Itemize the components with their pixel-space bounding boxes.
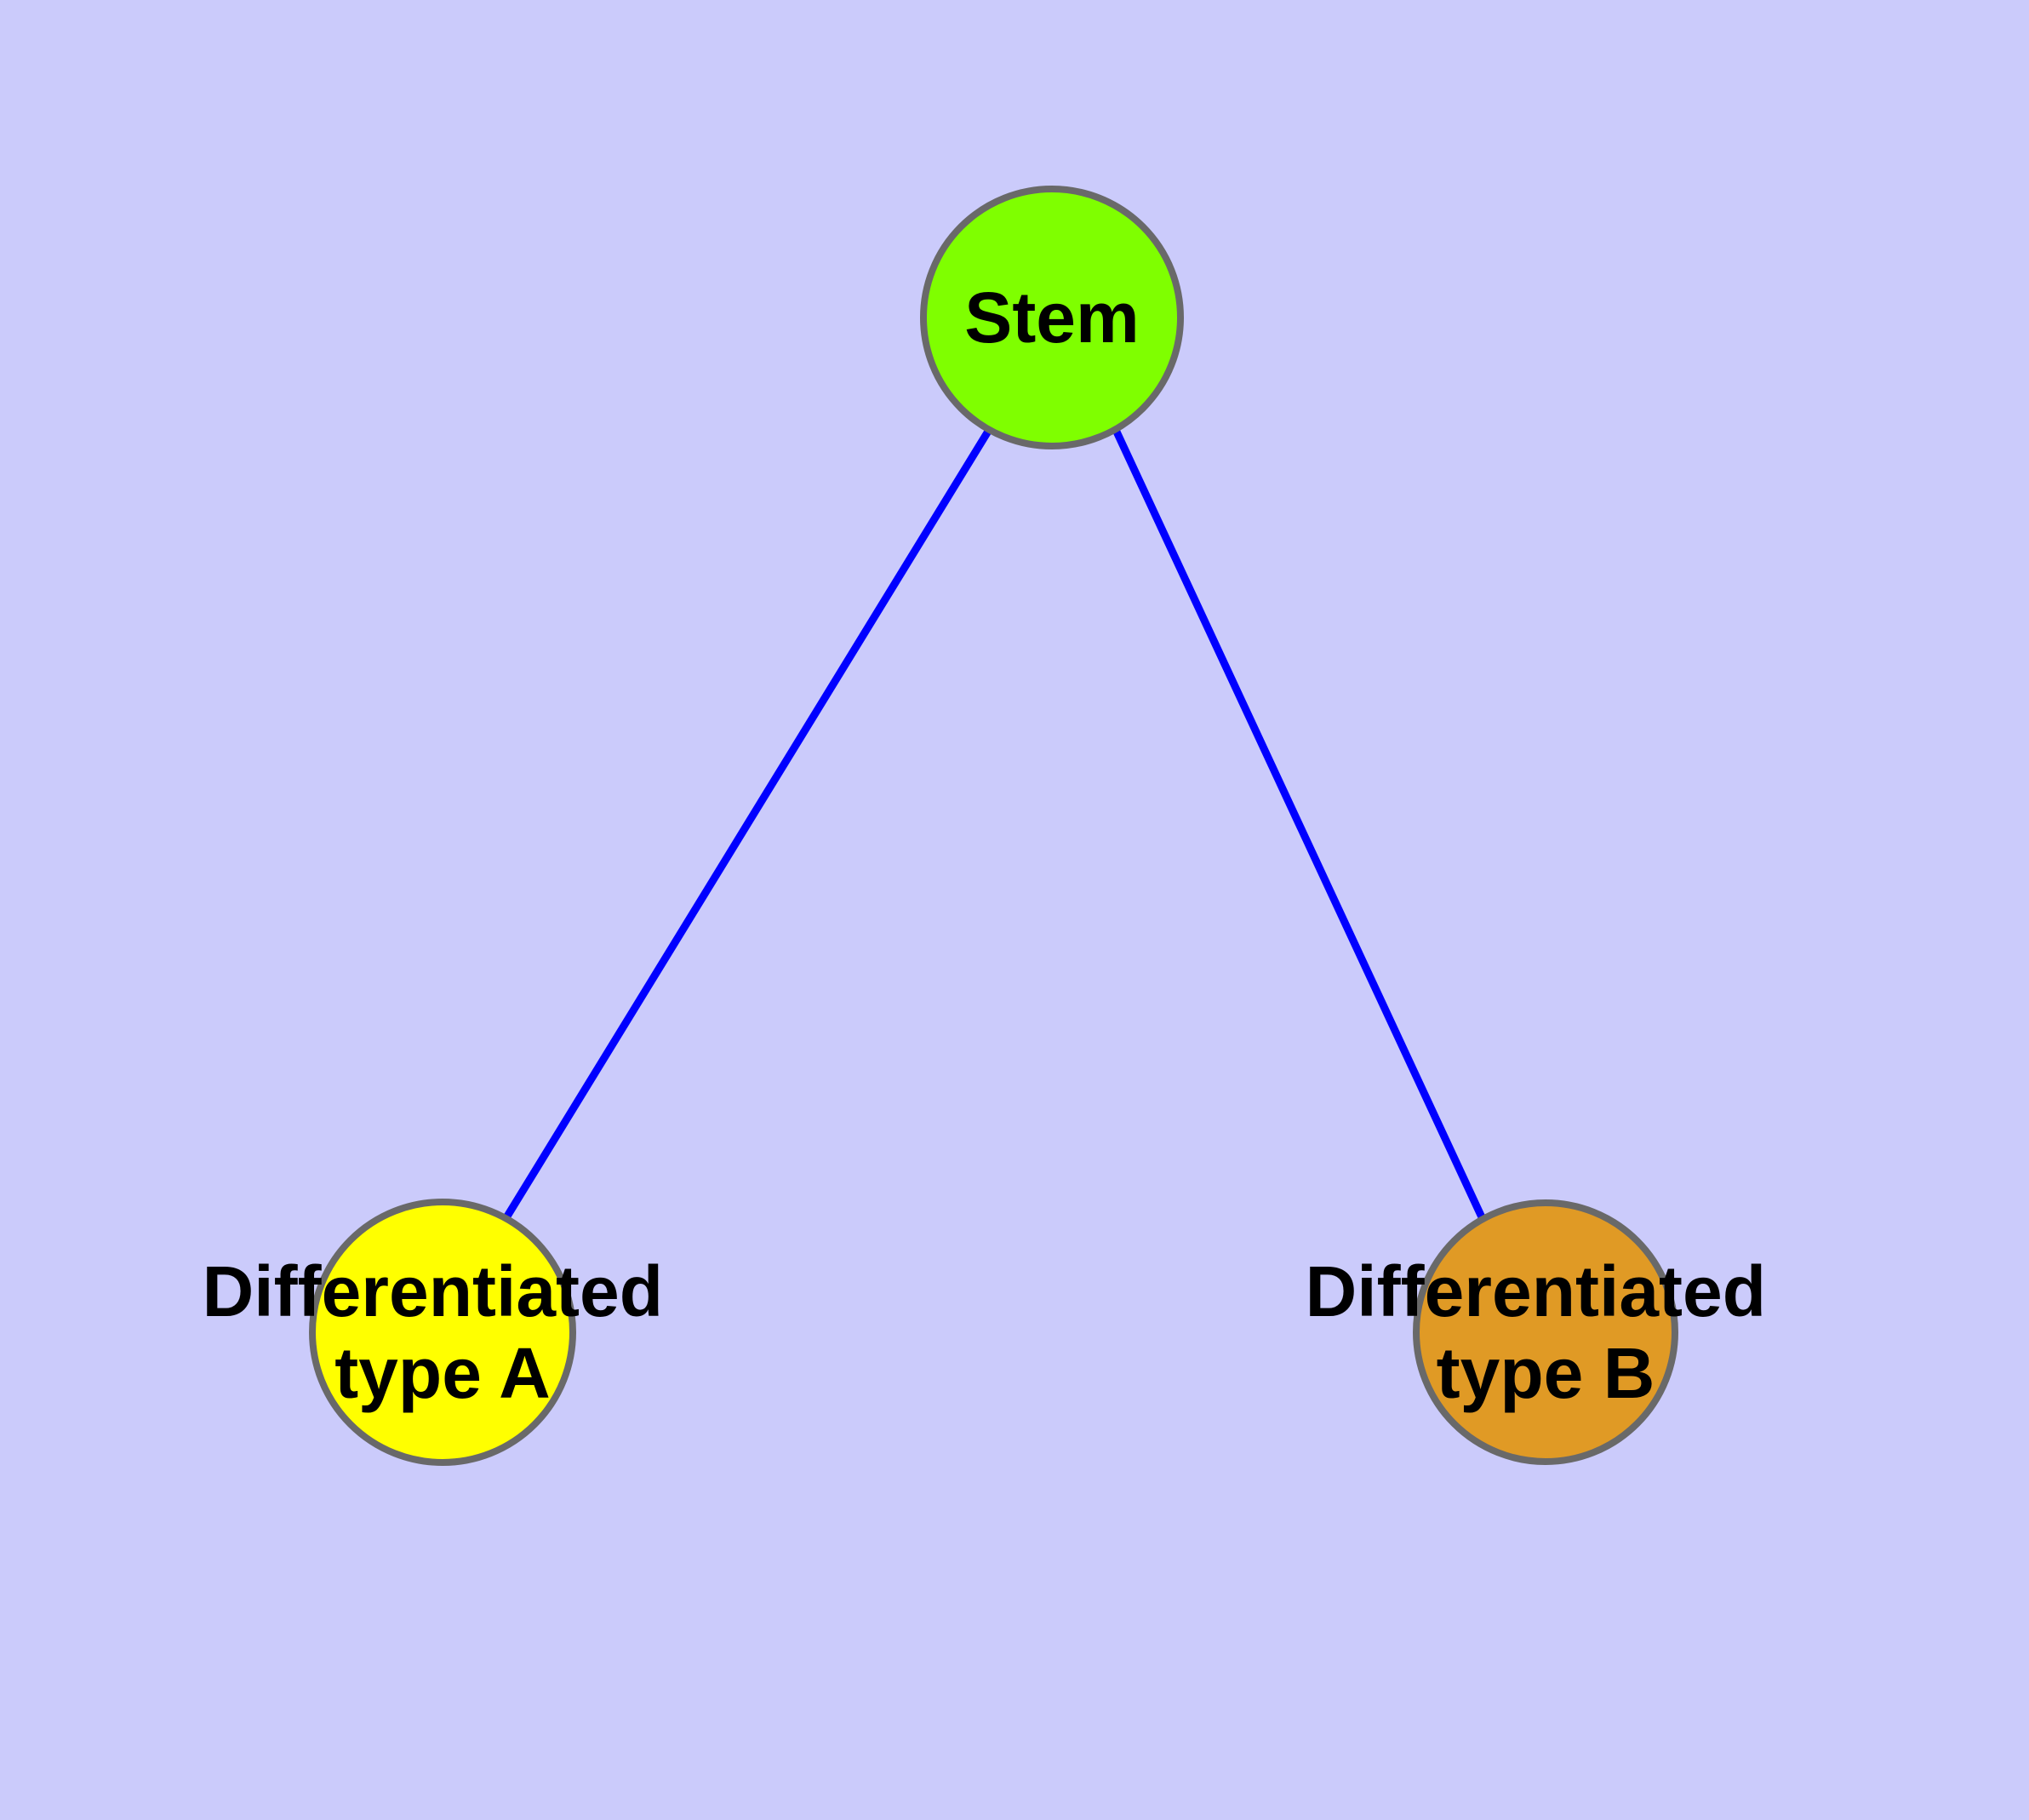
- node-stem-circle[interactable]: [920, 186, 1184, 449]
- node-differentiated-type-b-label-line-2: type B: [1437, 1333, 1655, 1413]
- node-differentiated-type-b-circle[interactable]: [1413, 1199, 1678, 1465]
- node-differentiated-type-b[interactable]: Differentiated type B: [1306, 1199, 1786, 1465]
- node-stem-label-line-1: Stem: [964, 278, 1139, 358]
- edge-layer: [502, 427, 1487, 1222]
- node-stem[interactable]: Stem: [920, 186, 1184, 449]
- node-differentiated-type-b-label-line-1: Differentiated: [1306, 1251, 1766, 1331]
- node-differentiated-type-a-label-line-1: Differentiated: [203, 1251, 663, 1331]
- node-stem-label: Stem: [964, 278, 1139, 358]
- node-differentiated-type-a-label: Differentiated type A: [203, 1245, 683, 1413]
- node-differentiated-type-a-label-line-2: type A: [334, 1333, 551, 1413]
- node-layer: Stem Differentiated type A Differentiate…: [203, 186, 1786, 1466]
- node-differentiated-type-a[interactable]: Differentiated type A: [203, 1199, 683, 1466]
- node-differentiated-type-b-label: Differentiated type B: [1306, 1245, 1786, 1413]
- edge-stem-to-differentiated-type-b[interactable]: [1112, 428, 1487, 1221]
- edge-stem-to-differentiated-type-a[interactable]: [502, 427, 992, 1222]
- node-differentiated-type-a-circle[interactable]: [309, 1199, 576, 1466]
